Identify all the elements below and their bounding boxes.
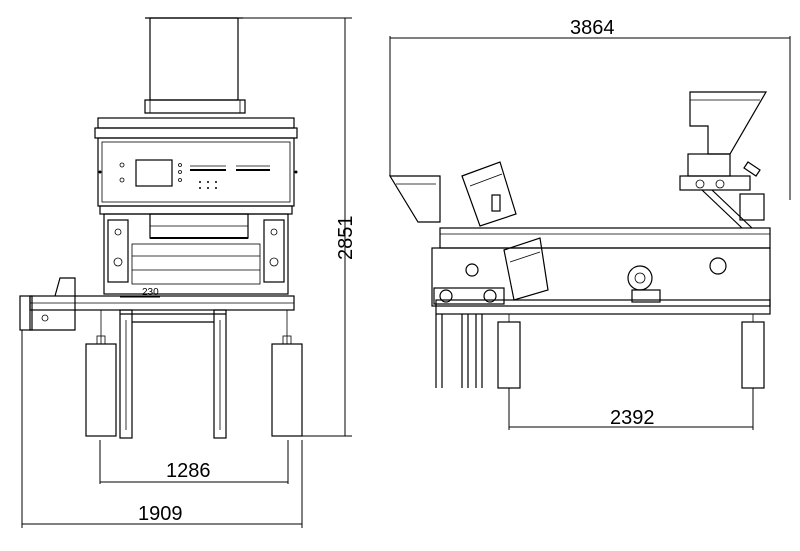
dim-front-leg-span: 1286 bbox=[166, 460, 211, 482]
side-feed-hopper bbox=[388, 175, 441, 223]
dim-front-total-width: 1909 bbox=[138, 503, 183, 525]
front-housing bbox=[97, 137, 295, 207]
dim-side-leg-span: 2392 bbox=[610, 407, 655, 429]
dim-side-total-length: 3864 bbox=[570, 17, 615, 39]
side-foot-left bbox=[497, 321, 521, 389]
dim-front-inner-width: 230 bbox=[142, 287, 159, 298]
side-view bbox=[388, 91, 771, 389]
side-main-body bbox=[439, 227, 771, 249]
front-control-panel bbox=[135, 159, 173, 187]
front-hopper bbox=[149, 17, 239, 101]
front-leg-left bbox=[119, 309, 133, 439]
side-dimensions: 3864 2392 bbox=[389, 17, 791, 430]
front-foot-left bbox=[85, 343, 117, 437]
dim-front-total-height: 2851 bbox=[335, 216, 357, 261]
side-sorting-chamber bbox=[461, 161, 517, 227]
side-motor bbox=[627, 265, 653, 291]
front-side-conveyor bbox=[29, 277, 76, 331]
side-right-hopper bbox=[689, 91, 768, 155]
front-dimensions: 2851 1286 1909 bbox=[21, 17, 357, 528]
side-foot-right bbox=[741, 321, 765, 389]
front-foot-right bbox=[271, 343, 303, 437]
front-view: 230 bbox=[19, 17, 303, 439]
front-leg-right bbox=[213, 309, 227, 439]
